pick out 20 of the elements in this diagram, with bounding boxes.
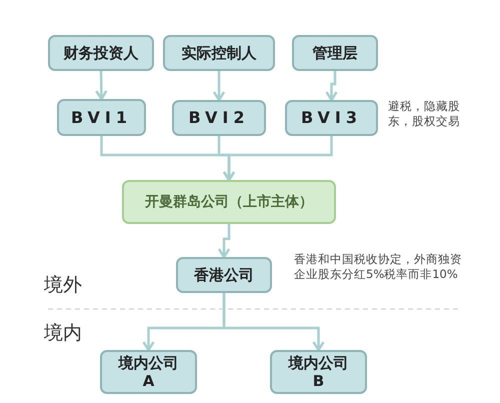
arrow: [222, 293, 325, 352]
company-box: 境内公司 A: [100, 350, 197, 394]
company-box: 实际控制人: [163, 35, 275, 71]
arrow: [218, 224, 230, 258]
arrow: [95, 70, 108, 100]
company-box: 开曼群岛公司（上市主体）: [122, 180, 336, 224]
company-box: 境内公司 B: [270, 350, 367, 394]
region-label: 境内: [44, 321, 82, 346]
company-box: 管理层: [292, 35, 378, 71]
note-text: 香港和中国税收协定，外商独资企业股东分红5%税率而非10%: [294, 252, 463, 282]
company-box: BVI2: [172, 100, 266, 136]
note-text: 避税，隐藏股东，股权交易: [388, 99, 461, 129]
arrow: [325, 71, 338, 102]
company-box: 财务投资人: [48, 35, 154, 71]
company-box: BVI1: [57, 99, 146, 136]
arrow: [212, 71, 226, 102]
arrow: [222, 136, 333, 182]
region-label: 境外: [44, 273, 82, 298]
company-box: BVI3: [285, 100, 378, 136]
company-box: 香港公司: [176, 257, 272, 293]
